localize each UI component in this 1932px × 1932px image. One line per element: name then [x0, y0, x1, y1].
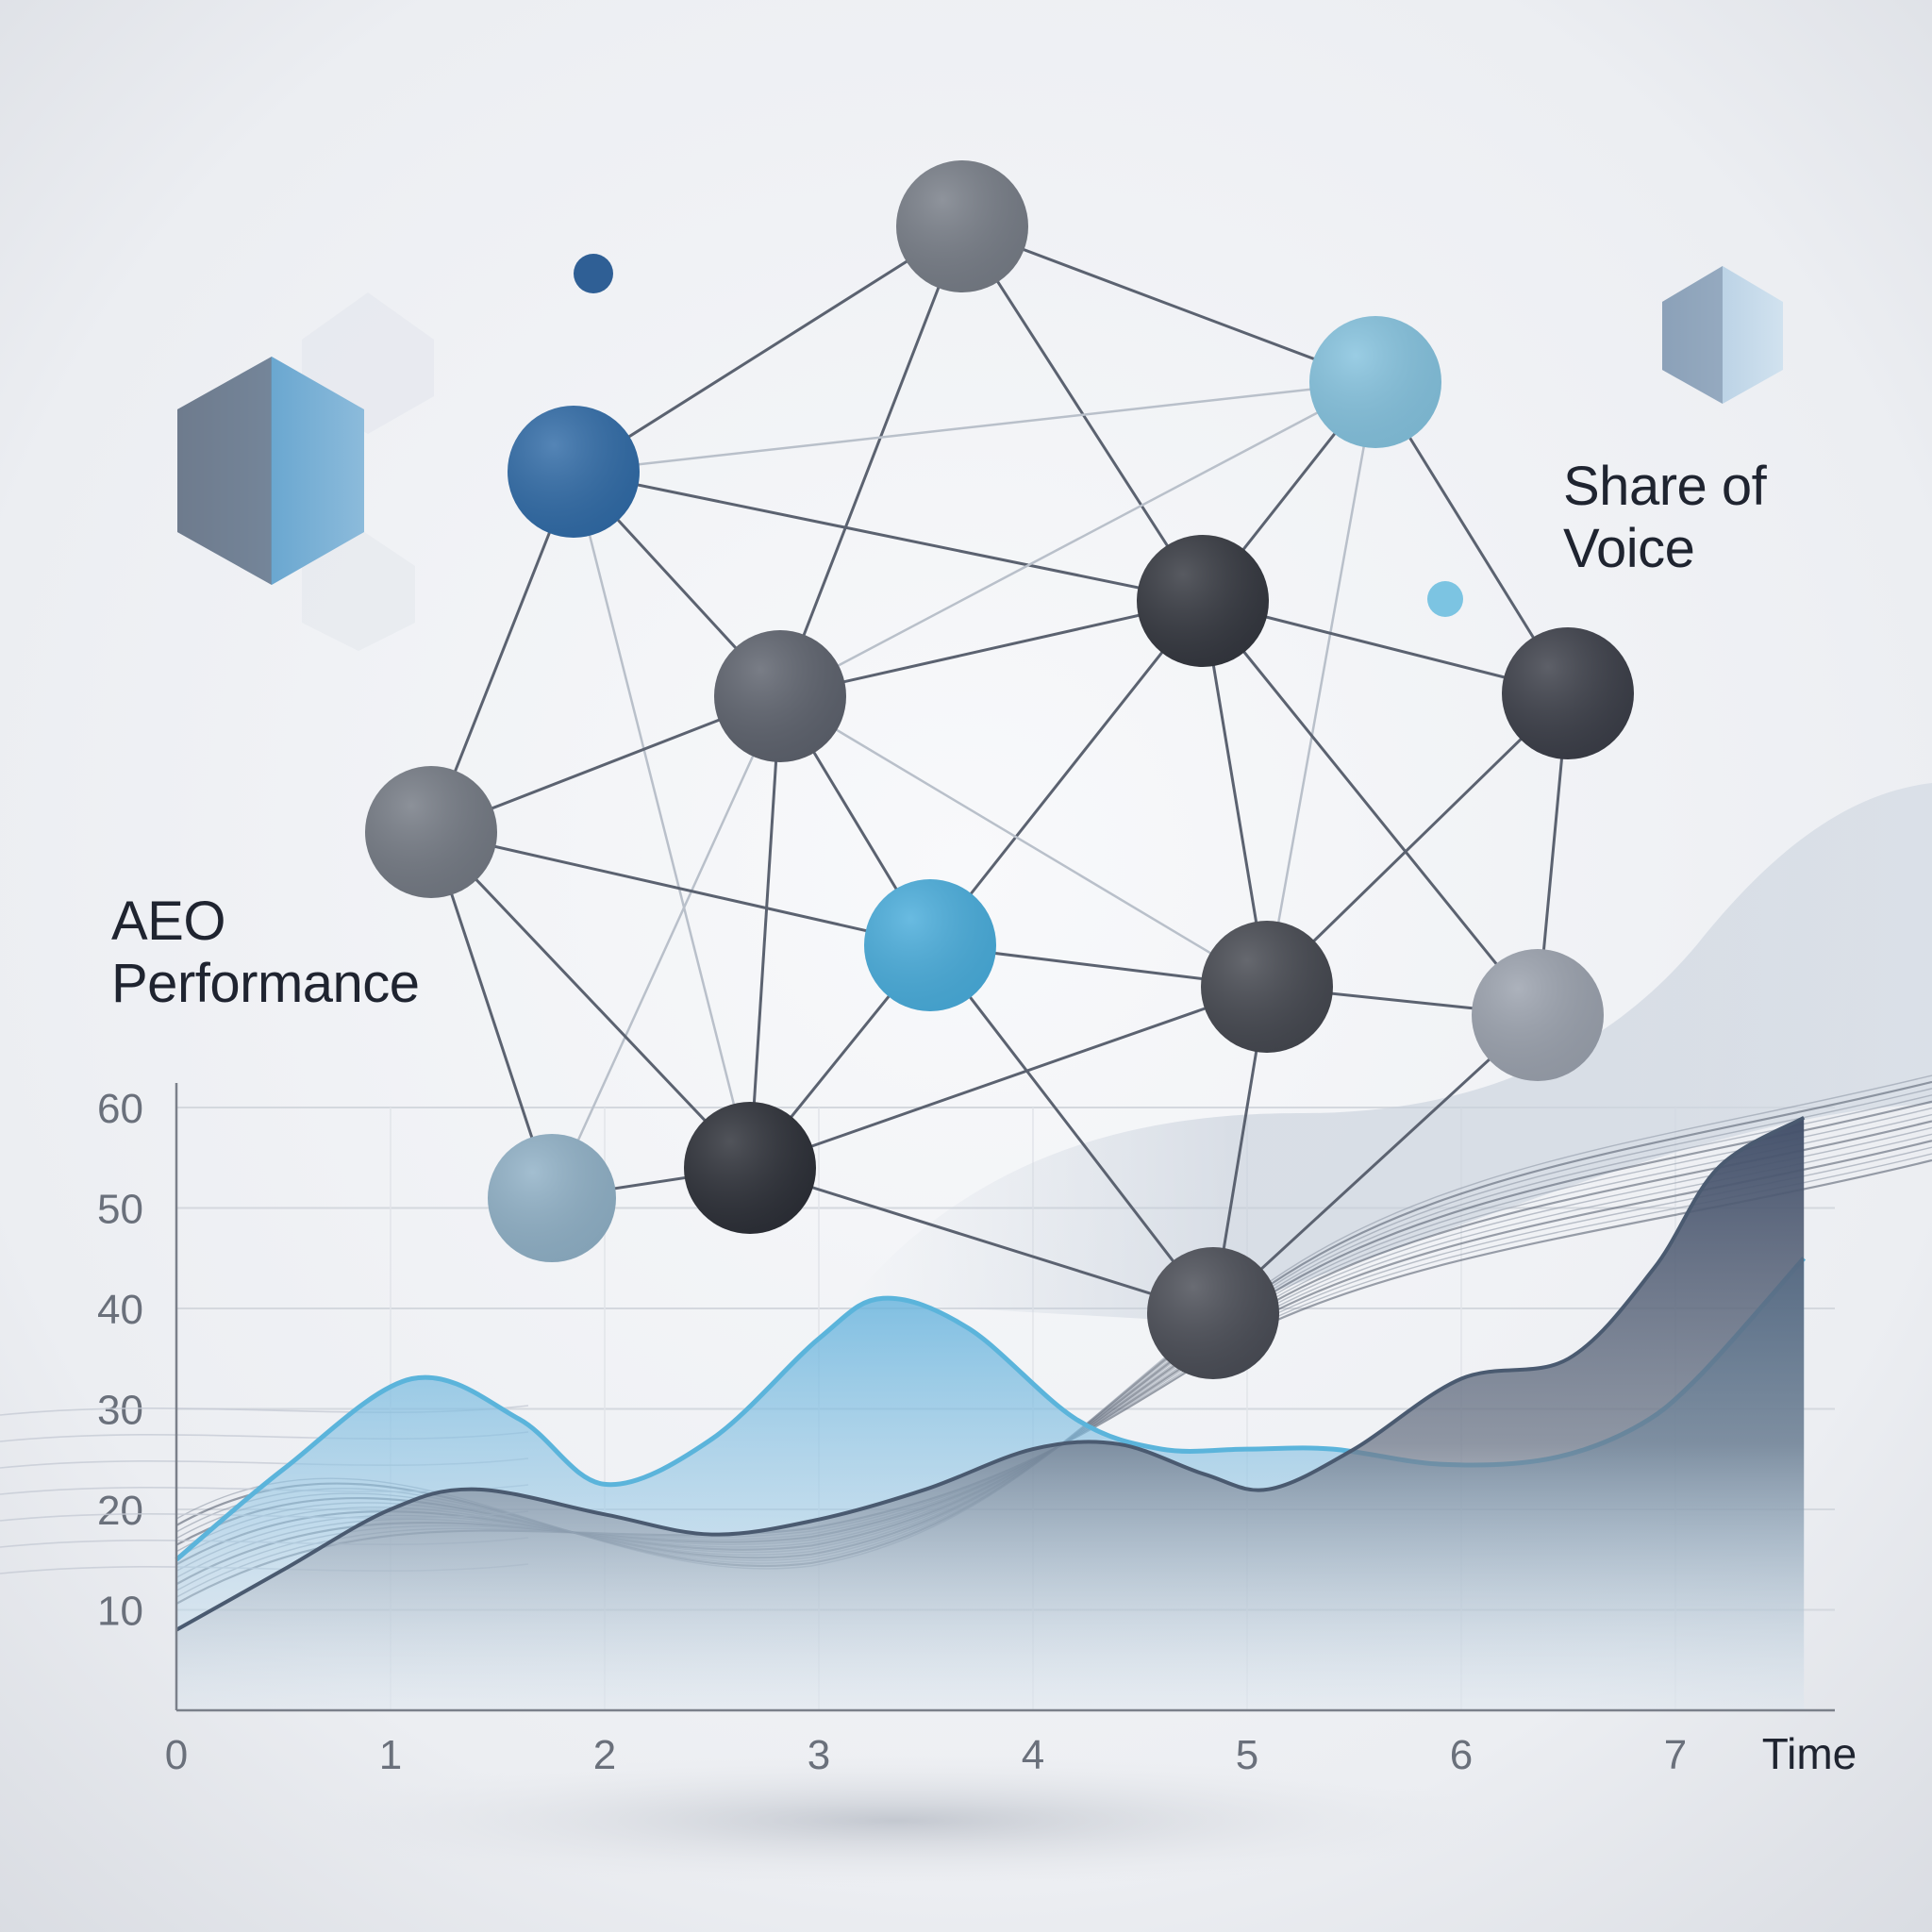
network-edge: [928, 600, 1205, 946]
network-edge: [778, 225, 964, 697]
y-tick-label: 20: [97, 1488, 143, 1534]
x-tick-label: 4: [1022, 1732, 1044, 1778]
network-edge: [429, 830, 752, 1170]
series-line-2: [175, 1115, 1806, 1632]
network-node-shade: [714, 630, 846, 762]
x-tick-label: 5: [1236, 1732, 1258, 1778]
background-ribbon: [849, 783, 1932, 1321]
series-area-2: [176, 1117, 1805, 1710]
x-tick-label: 6: [1450, 1732, 1473, 1778]
x-axis-label: Time: [1762, 1729, 1857, 1778]
network-edge: [961, 225, 1376, 384]
y-tick-label: 40: [97, 1287, 143, 1333]
network-node-shade: [1137, 535, 1269, 667]
hexagon-large: [177, 357, 364, 585]
chart-series: [175, 1115, 1807, 1710]
network-nodes: [365, 160, 1634, 1379]
sov-label-line1: Share of: [1563, 456, 1767, 517]
y-tick-label: 30: [97, 1388, 143, 1434]
network-node-shade: [488, 1134, 616, 1262]
network-edge: [573, 380, 1376, 474]
x-tick-label: 0: [165, 1732, 188, 1778]
x-tick-label: 3: [808, 1732, 830, 1778]
y-tick-label: 60: [97, 1086, 143, 1132]
network-edge: [550, 695, 782, 1199]
network-edge: [779, 599, 1204, 698]
network-edge: [573, 470, 1204, 603]
network-node-shade: [1147, 1247, 1279, 1379]
network-edge: [1201, 600, 1540, 1016]
x-tick-label: 1: [379, 1732, 402, 1778]
accent-dot: [574, 254, 613, 293]
network-edge: [1265, 691, 1570, 989]
network-edge: [748, 695, 782, 1169]
network-edge: [1265, 381, 1377, 988]
network-edge: [779, 694, 1268, 989]
network-edge: [1211, 1013, 1540, 1315]
network-node-shade: [896, 160, 1028, 292]
network-edge: [779, 380, 1376, 698]
y-tick-label: 10: [97, 1589, 143, 1635]
network-edge: [749, 1166, 1214, 1315]
accent-dot: [1427, 581, 1463, 617]
ghost-hexagon: [302, 528, 415, 651]
aeo-performance-label: AEO Performance: [111, 891, 420, 1015]
hexagon-small: [1662, 266, 1783, 404]
network-edge: [430, 830, 931, 947]
sov-label-line2: Voice: [1563, 518, 1695, 579]
chart-tick-labels: 10 20 30 40 50 60 0 1 2 3 4 5 6 7 Time: [97, 1086, 1857, 1778]
aeo-label-line2: Performance: [111, 953, 420, 1014]
network-node-shade: [684, 1102, 816, 1234]
network-node-shade: [365, 766, 497, 898]
x-tick-label: 2: [593, 1732, 616, 1778]
network-edge: [572, 471, 752, 1169]
network-node-shade: [864, 879, 996, 1011]
network-node-shade: [1201, 921, 1333, 1053]
network-node-shade: [508, 406, 640, 538]
network-node-shade: [1502, 627, 1634, 759]
network-edge: [749, 985, 1268, 1170]
network-node-shade: [1309, 316, 1441, 448]
network-edge: [573, 225, 963, 474]
x-tick-label: 7: [1664, 1732, 1687, 1778]
share-of-voice-label: Share of Voice: [1563, 456, 1767, 580]
floor-shadow: [283, 1755, 1509, 1887]
y-tick-label: 50: [97, 1187, 143, 1233]
network-node-shade: [1472, 949, 1604, 1081]
network-edge: [928, 944, 1215, 1314]
aeo-label-line1: AEO: [111, 891, 225, 952]
